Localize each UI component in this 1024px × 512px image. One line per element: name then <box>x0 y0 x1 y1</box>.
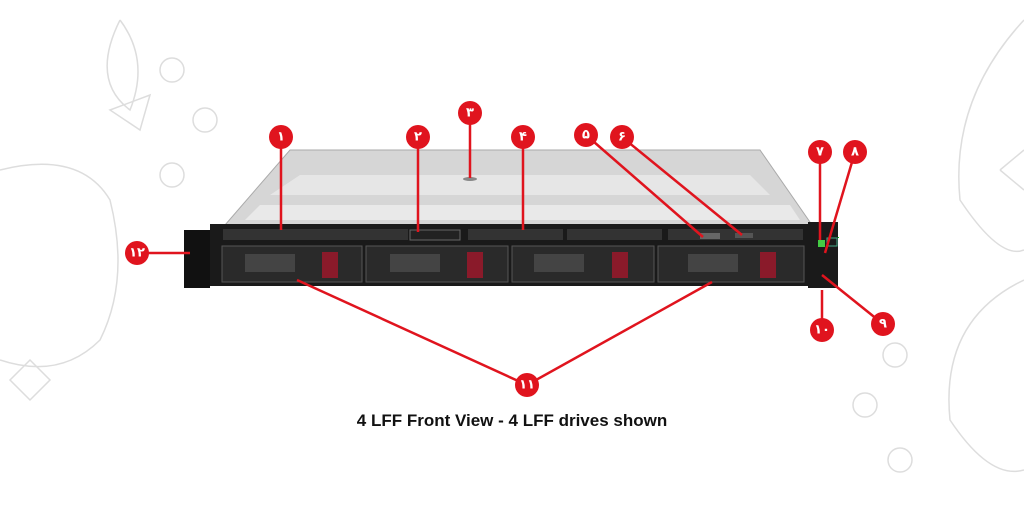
caption: 4 LFF Front View - 4 LFF drives shown <box>356 411 668 430</box>
callouts: ۱ ۲ ۳ ۴ ۵ ۶ ۷ ۸ ۹ ۱۰ ۱۱ ۱۲ <box>125 101 895 397</box>
svg-text:۵: ۵ <box>582 128 590 143</box>
callout-lines <box>137 113 884 387</box>
drive-bay <box>657 245 805 283</box>
drive-bays <box>221 245 805 283</box>
callout-3: ۳ <box>458 101 482 125</box>
svg-text:۱: ۱ <box>277 130 285 145</box>
callout-12: ۱۲ <box>125 241 149 265</box>
callout-11: ۱۱ <box>515 373 539 397</box>
svg-text:۴: ۴ <box>519 130 527 145</box>
callout-10: ۱۰ <box>810 318 834 342</box>
svg-text:۳: ۳ <box>466 106 474 121</box>
svg-text:۶: ۶ <box>618 130 626 145</box>
callout-8: ۸ <box>843 140 867 164</box>
usb-port <box>700 233 720 239</box>
left-ear <box>184 230 210 288</box>
svg-text:۱۲: ۱۲ <box>129 246 145 261</box>
drive-bay <box>365 245 509 283</box>
callout-6: ۶ <box>610 125 634 149</box>
drive-bay <box>511 245 655 283</box>
callout-2: ۲ <box>406 125 430 149</box>
display-port <box>735 233 753 238</box>
callout-1: ۱ <box>269 125 293 149</box>
callout-9: ۹ <box>871 312 895 336</box>
callout-7: ۷ <box>808 140 832 164</box>
svg-text:۹: ۹ <box>879 317 887 332</box>
svg-text:۱۱: ۱۱ <box>519 378 535 393</box>
background-decoration <box>0 19 1024 473</box>
svg-text:۲: ۲ <box>414 130 422 145</box>
svg-text:۱۰: ۱۰ <box>814 323 830 338</box>
server-chassis <box>184 149 839 288</box>
power-button <box>818 240 825 247</box>
drive-bay <box>221 245 363 283</box>
callout-4: ۴ <box>511 125 535 149</box>
svg-text:۸: ۸ <box>851 145 859 160</box>
svg-text:۷: ۷ <box>816 145 824 160</box>
callout-5: ۵ <box>574 123 598 147</box>
